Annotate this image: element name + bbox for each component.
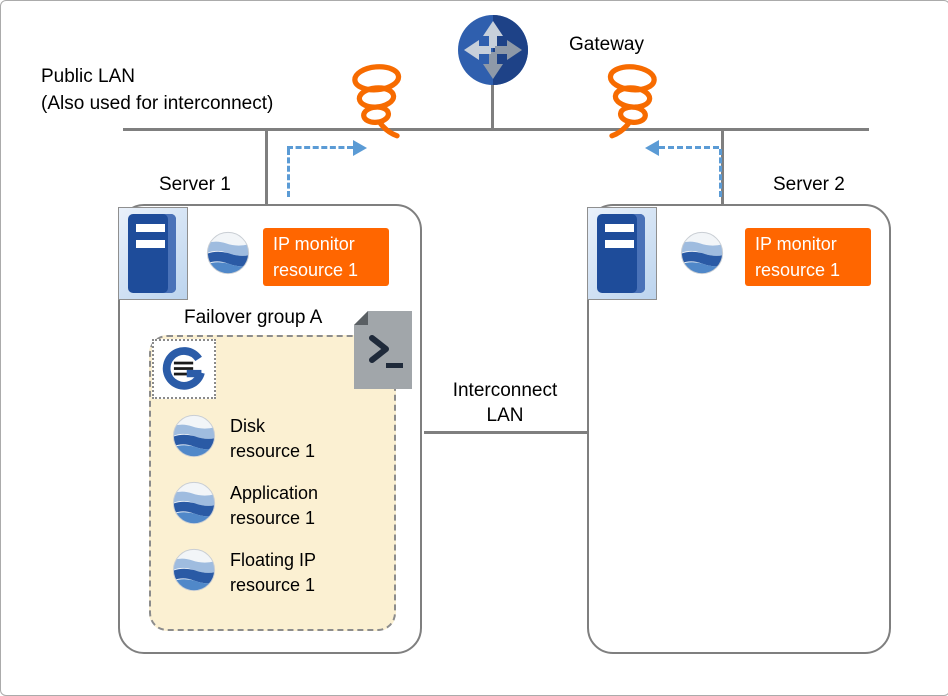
group-icon bbox=[152, 339, 216, 399]
server1-monitor-arrow-vertical bbox=[287, 149, 290, 197]
server2-monitor-arrowhead-icon bbox=[645, 140, 659, 156]
server1-monitor-arrow-horizontal bbox=[287, 146, 353, 149]
signal-coil-icon-right bbox=[598, 62, 665, 147]
public-lan-label-line2: (Also used for interconnect) bbox=[41, 93, 274, 114]
server2-label: Server 2 bbox=[773, 174, 845, 195]
application-resource-globe-icon bbox=[171, 480, 217, 531]
disk-resource-globe-icon bbox=[171, 413, 217, 464]
server2-ip-monitor-badge: IP monitor resource 1 bbox=[745, 228, 871, 286]
script-icon bbox=[353, 310, 413, 395]
server1-label: Server 1 bbox=[159, 174, 231, 195]
interconnect-lan-label: Interconnect LAN bbox=[439, 378, 571, 428]
server1-ip-monitor-badge-line1: IP monitor bbox=[273, 234, 355, 254]
interconnect-lan-line bbox=[424, 431, 591, 434]
server1-monitor-arrowhead-icon bbox=[353, 140, 367, 156]
interconnect-lan-label-line1: Interconnect bbox=[452, 380, 558, 401]
server1-tower-icon bbox=[118, 207, 188, 300]
signal-coil-icon-left bbox=[345, 62, 412, 147]
resource-row-floating-ip: Floating IP resource 1 bbox=[171, 547, 316, 598]
server2-ip-monitor-badge-line2: resource 1 bbox=[755, 260, 841, 280]
gateway-icon bbox=[457, 14, 529, 91]
server1-stem-line bbox=[265, 131, 268, 205]
server1-ip-monitor-globe-icon bbox=[205, 230, 251, 281]
application-resource-label-line2: resource 1 bbox=[230, 507, 316, 528]
interconnect-lan-label-line2: LAN bbox=[486, 405, 524, 426]
server2-stem-line bbox=[721, 131, 724, 205]
floating-ip-resource-label-line2: resource 1 bbox=[230, 574, 316, 595]
floating-ip-resource-label-line1: Floating IP bbox=[230, 549, 317, 570]
gateway-label: Gateway bbox=[569, 34, 644, 55]
failover-group-label: Failover group A bbox=[184, 307, 323, 328]
server1-ip-monitor-badge-line2: resource 1 bbox=[273, 260, 359, 280]
resource-row-disk: Disk resource 1 bbox=[171, 413, 315, 464]
server2-ip-monitor-globe-icon bbox=[679, 230, 725, 281]
server1-ip-monitor-badge: IP monitor resource 1 bbox=[263, 228, 389, 286]
server2-ip-monitor-badge-line1: IP monitor bbox=[755, 234, 837, 254]
public-lan-label-line1: Public LAN bbox=[41, 66, 135, 87]
server2-monitor-arrow-vertical bbox=[719, 149, 722, 197]
disk-resource-label-line1: Disk bbox=[230, 415, 265, 436]
public-lan-line bbox=[123, 128, 869, 131]
resource-row-application: Application resource 1 bbox=[171, 480, 318, 531]
application-resource-label-line1: Application bbox=[230, 482, 319, 503]
disk-resource-label-line2: resource 1 bbox=[230, 440, 316, 461]
server2-monitor-arrow-horizontal bbox=[659, 146, 719, 149]
public-lan-label: Public LAN (Also used for interconnect) bbox=[41, 63, 273, 117]
server2-tower-icon bbox=[587, 207, 657, 300]
gateway-stem-line bbox=[491, 84, 494, 128]
floating-ip-resource-globe-icon bbox=[171, 547, 217, 598]
